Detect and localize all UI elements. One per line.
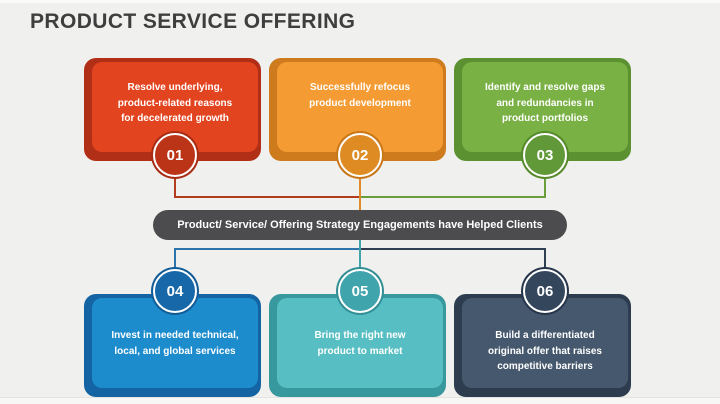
connector-step-01 xyxy=(174,177,176,198)
step-card-01[interactable]: Resolve underlying, product-related reas… xyxy=(84,58,261,177)
step-number: 04 xyxy=(166,282,184,300)
central-banner-label: Product/ Service/ Offering Strategy Enga… xyxy=(177,219,543,231)
connector-bottom-horizontal-right xyxy=(359,248,546,250)
step-number: 05 xyxy=(351,282,369,300)
step-card-05[interactable]: Bring the right new product to market 05 xyxy=(269,269,446,397)
step-number-badge-06: 06 xyxy=(523,269,567,313)
step-number: 02 xyxy=(351,146,369,164)
card-face xyxy=(277,298,443,388)
connector-step-04 xyxy=(174,249,176,270)
card-text: Build a differentiated original offer th… xyxy=(488,330,602,372)
connector-step-06 xyxy=(544,249,546,270)
step-card-02[interactable]: Successfully refocus product development… xyxy=(269,58,446,177)
connector-step-05 xyxy=(359,240,361,269)
step-number-badge-03: 03 xyxy=(523,133,567,177)
central-banner[interactable]: Product/ Service/ Offering Strategy Enga… xyxy=(153,210,567,240)
slide-edge-top xyxy=(0,0,720,3)
connector-top-horizontal-left xyxy=(174,196,361,198)
slide-edge-bottom xyxy=(0,397,720,404)
step-number-badge-05: 05 xyxy=(338,269,382,313)
card-text: Successfully refocus product development xyxy=(309,82,411,109)
connector-step-02 xyxy=(359,177,361,211)
card-text: Identify and resolve gaps and redundanci… xyxy=(484,82,606,124)
step-number: 03 xyxy=(536,146,554,164)
card-text: Resolve underlying, product-related reas… xyxy=(117,82,233,124)
page-title: PRODUCT SERVICE OFFERING xyxy=(30,10,356,33)
step-number-badge-04: 04 xyxy=(153,269,197,313)
connector-top-horizontal-right xyxy=(359,196,546,198)
card-face xyxy=(92,298,258,388)
step-number: 06 xyxy=(536,282,554,300)
card-face xyxy=(462,298,628,388)
step-card-03[interactable]: Identify and resolve gaps and redundanci… xyxy=(454,58,631,177)
step-card-04[interactable]: Invest in needed technical, local, and g… xyxy=(84,269,261,397)
step-number-badge-02: 02 xyxy=(338,133,382,177)
card-text: Invest in needed technical, local, and g… xyxy=(111,330,239,357)
step-number: 01 xyxy=(166,146,184,164)
step-number-badge-01: 01 xyxy=(153,133,197,177)
connector-step-03 xyxy=(544,177,546,198)
connector-bottom-horizontal-left xyxy=(174,248,361,250)
card-text: Bring the right new product to market xyxy=(314,330,406,357)
step-card-06[interactable]: Build a differentiated original offer th… xyxy=(454,269,631,397)
